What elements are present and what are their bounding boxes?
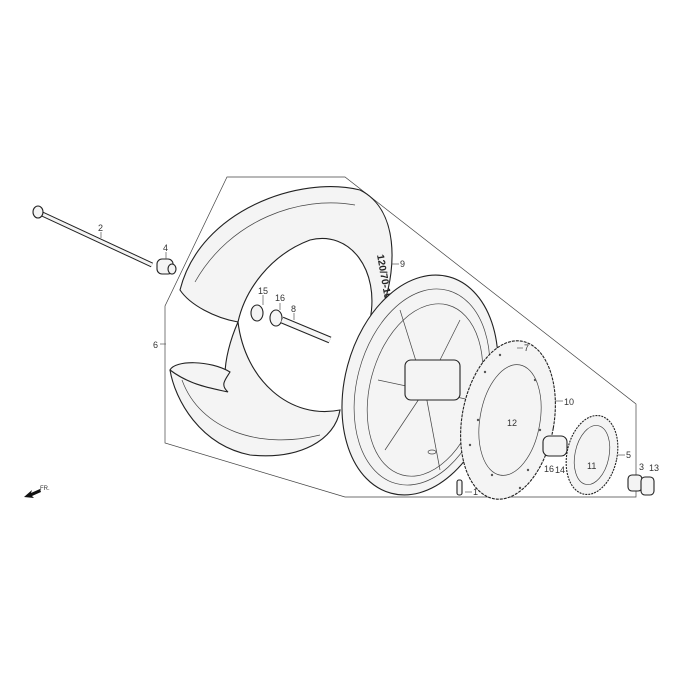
callouts: 2 4 15 16 8 9 6 7 10 12 16 14 11 5 3 13 …: [98, 223, 659, 497]
leader-lines: [100, 232, 625, 493]
callout-15: 15: [258, 286, 268, 296]
callout-10: 10: [564, 397, 574, 407]
tube-part: [169, 362, 231, 393]
bearing-right-part: [542, 435, 568, 457]
front-direction-arrow-icon: FR.: [24, 486, 50, 498]
callout-8: 8: [291, 304, 296, 314]
axle-part: [32, 205, 154, 268]
dust-seal-part: [250, 304, 264, 322]
callout-11: 11: [587, 461, 596, 471]
callout-2: 2: [98, 223, 103, 233]
callout-6: 6: [153, 340, 158, 350]
distance-collar-fill: [281, 317, 331, 343]
callout-16b: 16: [544, 464, 554, 474]
collar-part: [156, 258, 177, 275]
callout-1: 1: [473, 487, 478, 497]
callout-7: 7: [524, 343, 529, 353]
axle-nut-part: [640, 476, 655, 496]
callout-12: 12: [507, 418, 517, 428]
tire-part: 120/70-15: [169, 186, 393, 457]
callout-16: 16: [275, 293, 285, 303]
callout-5: 5: [626, 450, 631, 460]
collar-right-part: [627, 474, 643, 492]
callout-13: 13: [649, 463, 659, 473]
valve-part: [456, 479, 463, 496]
brake-disc-part: [460, 340, 556, 500]
callout-9: 9: [400, 259, 405, 269]
bearing-part: [269, 309, 283, 327]
direction-label: FR.: [40, 486, 50, 492]
callout-3: 3: [639, 462, 644, 472]
callout-4: 4: [163, 243, 168, 253]
callout-14: 14: [555, 465, 565, 475]
pulser-ring-part: [565, 414, 619, 496]
